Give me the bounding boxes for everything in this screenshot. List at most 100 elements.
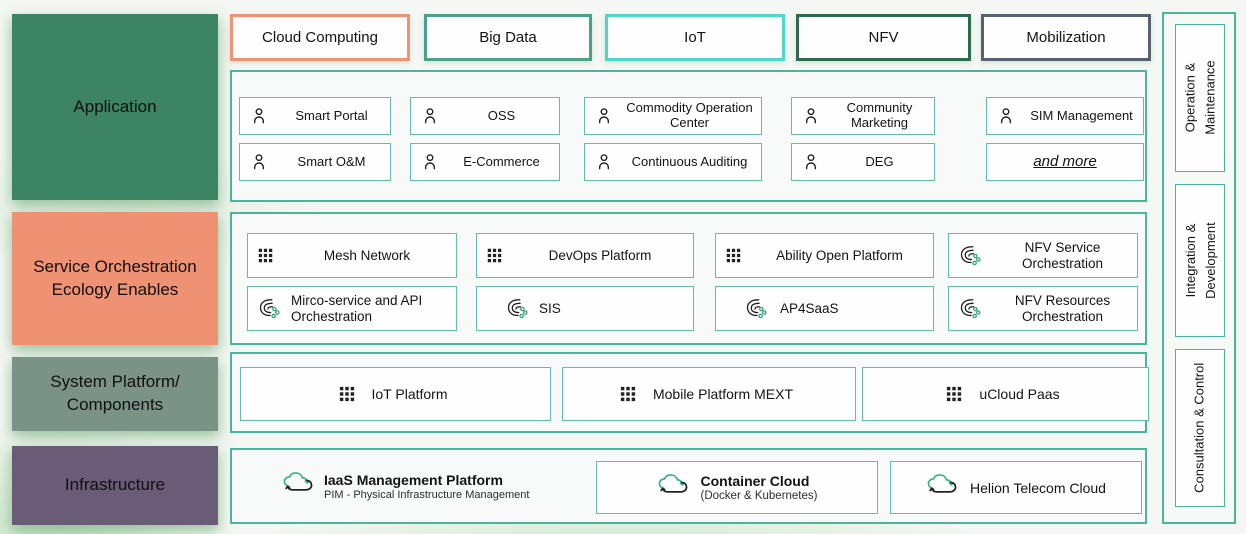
sys-item-label: Mobile Platform MEXT xyxy=(652,385,794,402)
app-item-label: Smart O&M xyxy=(297,153,366,169)
system-platform-panel: IoT Platform Mobile Platform MEXT uCloud… xyxy=(230,352,1149,433)
infrastructure-panel: IaaS Management Platform PIM - Physical … xyxy=(230,448,1147,524)
layer-label: Infrastructure xyxy=(64,475,166,495)
svc-item-microservice-api-orchestration: Mirco-service and API Orchestration xyxy=(247,286,457,331)
person-icon xyxy=(249,152,269,172)
app-item-label: DEG xyxy=(865,153,894,169)
svc-item-label: Mesh Network xyxy=(323,247,411,263)
tab-big-data: Big Data xyxy=(424,14,592,61)
grid-icon xyxy=(725,247,742,264)
svc-item-nfv-resources-orchestration: NFV Resources Orchestration xyxy=(948,286,1138,331)
svc-item-sis: SIS xyxy=(476,286,694,331)
infra-item-subtitle: (Docker & Kubernetes) xyxy=(700,490,818,502)
svc-item-label: AP4SaaS xyxy=(780,300,839,316)
grid-icon xyxy=(257,247,274,264)
tab-label: Cloud Computing xyxy=(262,29,378,46)
svc-item-label: SIS xyxy=(539,300,561,316)
sys-item-iot-platform: IoT Platform xyxy=(240,367,551,421)
svc-item-label: Mirco-service and API Orchestration xyxy=(291,292,423,324)
app-item-smart-oandm: Smart O&M xyxy=(239,143,391,181)
app-item-label: SIM Management xyxy=(1030,107,1133,123)
rail-item-label: Operation & Maintenance xyxy=(1182,60,1218,136)
service-orchestration-panel: Mesh Network DevOps Platform Ability Ope… xyxy=(230,212,1147,345)
layer-label: Service Orchestration Ecology Enables xyxy=(33,256,197,299)
orchestration-icon xyxy=(958,244,984,267)
infra-item-subtitle: PIM - Physical Infrastructure Management xyxy=(324,488,530,501)
person-icon xyxy=(801,106,821,126)
infra-item-helion-telecom-cloud: Helion Telecom Cloud xyxy=(890,461,1142,514)
svc-item-nfv-service-orchestration: NFV Service Orchestration xyxy=(948,233,1138,278)
orchestration-icon xyxy=(505,297,531,320)
cloud-sync-icon xyxy=(657,473,689,503)
orchestration-icon xyxy=(744,297,770,320)
app-item-label: Community Marketing xyxy=(846,100,913,130)
sys-item-mobile-platform-mext: Mobile Platform MEXT xyxy=(562,367,856,421)
cloud-sync-icon xyxy=(282,471,314,501)
svc-item-ap4saas: AP4SaaS xyxy=(715,286,934,331)
orchestration-icon xyxy=(958,297,984,320)
person-icon xyxy=(594,152,614,172)
app-item-commodity-operation-center: Commodity Operation Center xyxy=(584,97,762,135)
svc-item-devops-platform: DevOps Platform xyxy=(476,233,694,278)
svc-item-label: NFV Resources Orchestration xyxy=(1014,292,1111,324)
infra-item-iaas-management: IaaS Management Platform PIM - Physical … xyxy=(282,450,529,522)
rail-item-consultation-control: Consultation & Control xyxy=(1175,349,1225,507)
infra-item-container-cloud: Container Cloud (Docker & Kubernetes) xyxy=(596,461,878,514)
layer-label: System Platform/ Components xyxy=(50,372,180,414)
svc-item-label: Ability Open Platform xyxy=(776,247,903,263)
sys-item-ucloud-paas: uCloud Paas xyxy=(862,367,1149,421)
tab-iot: IoT xyxy=(605,14,785,61)
app-item-continuous-auditing: Continuous Auditing xyxy=(584,143,762,181)
tab-cloud-computing: Cloud Computing xyxy=(230,14,410,61)
app-item-label: Continuous Auditing xyxy=(631,153,748,169)
grid-icon xyxy=(486,247,503,264)
infra-item-title: IaaS Management Platform xyxy=(324,471,503,488)
rail-item-integration-development: Integration & Development xyxy=(1175,184,1225,337)
layer-system-platform: System Platform/ Components xyxy=(12,357,218,431)
svc-item-label: DevOps Platform xyxy=(548,247,652,263)
rail-item-label: Consultation & Control xyxy=(1191,362,1207,494)
tab-mobilization: Mobilization xyxy=(981,14,1151,61)
tab-label: Mobilization xyxy=(1026,29,1106,46)
app-item-deg: DEG xyxy=(791,143,935,181)
orchestration-icon xyxy=(257,297,283,320)
person-icon xyxy=(420,152,440,172)
rail-item-label: Integration & Development xyxy=(1182,222,1218,299)
layer-application: Application xyxy=(12,14,218,200)
app-item-label: Commodity Operation Center xyxy=(626,100,753,130)
app-item-e-commerce: E-Commerce xyxy=(410,143,560,181)
app-item-label: OSS xyxy=(487,107,516,123)
infra-item-title: Container Cloud xyxy=(700,473,810,489)
app-item-community-marketing: Community Marketing xyxy=(791,97,935,135)
grid-icon xyxy=(338,385,356,403)
app-item-smart-portal: Smart Portal xyxy=(239,97,391,135)
grid-icon xyxy=(945,385,963,403)
sys-item-label: uCloud Paas xyxy=(979,385,1060,402)
layer-infrastructure: Infrastructure xyxy=(12,446,218,525)
app-item-label: and more xyxy=(1033,153,1097,171)
app-item-label: Smart Portal xyxy=(295,107,368,123)
tab-label: NFV xyxy=(868,29,899,46)
layer-label: Application xyxy=(73,96,157,116)
app-item-oss: OSS xyxy=(410,97,560,135)
app-item-sim-management: SIM Management xyxy=(986,97,1144,135)
tab-nfv: NFV xyxy=(796,14,971,61)
sys-item-label: IoT Platform xyxy=(371,385,448,402)
person-icon xyxy=(420,106,440,126)
tab-label: Big Data xyxy=(479,29,537,46)
svc-item-ability-open-platform: Ability Open Platform xyxy=(715,233,934,278)
right-rail: Operation & Maintenance Integration & De… xyxy=(1162,12,1236,524)
person-icon xyxy=(249,106,269,126)
app-item-and-more: and more xyxy=(986,143,1144,181)
person-icon xyxy=(801,152,821,172)
person-icon xyxy=(594,106,614,126)
tab-label: IoT xyxy=(684,29,706,46)
rail-item-operation-maintenance: Operation & Maintenance xyxy=(1175,24,1225,172)
layer-service-orchestration: Service Orchestration Ecology Enables xyxy=(12,212,218,345)
cloud-sync-icon xyxy=(926,473,958,503)
app-item-label: E-Commerce xyxy=(463,153,540,169)
person-icon xyxy=(996,106,1016,126)
application-panel: Smart Portal OSS Commodity Operation Cen… xyxy=(230,70,1147,202)
svc-item-label: NFV Service Orchestration xyxy=(1021,239,1104,271)
